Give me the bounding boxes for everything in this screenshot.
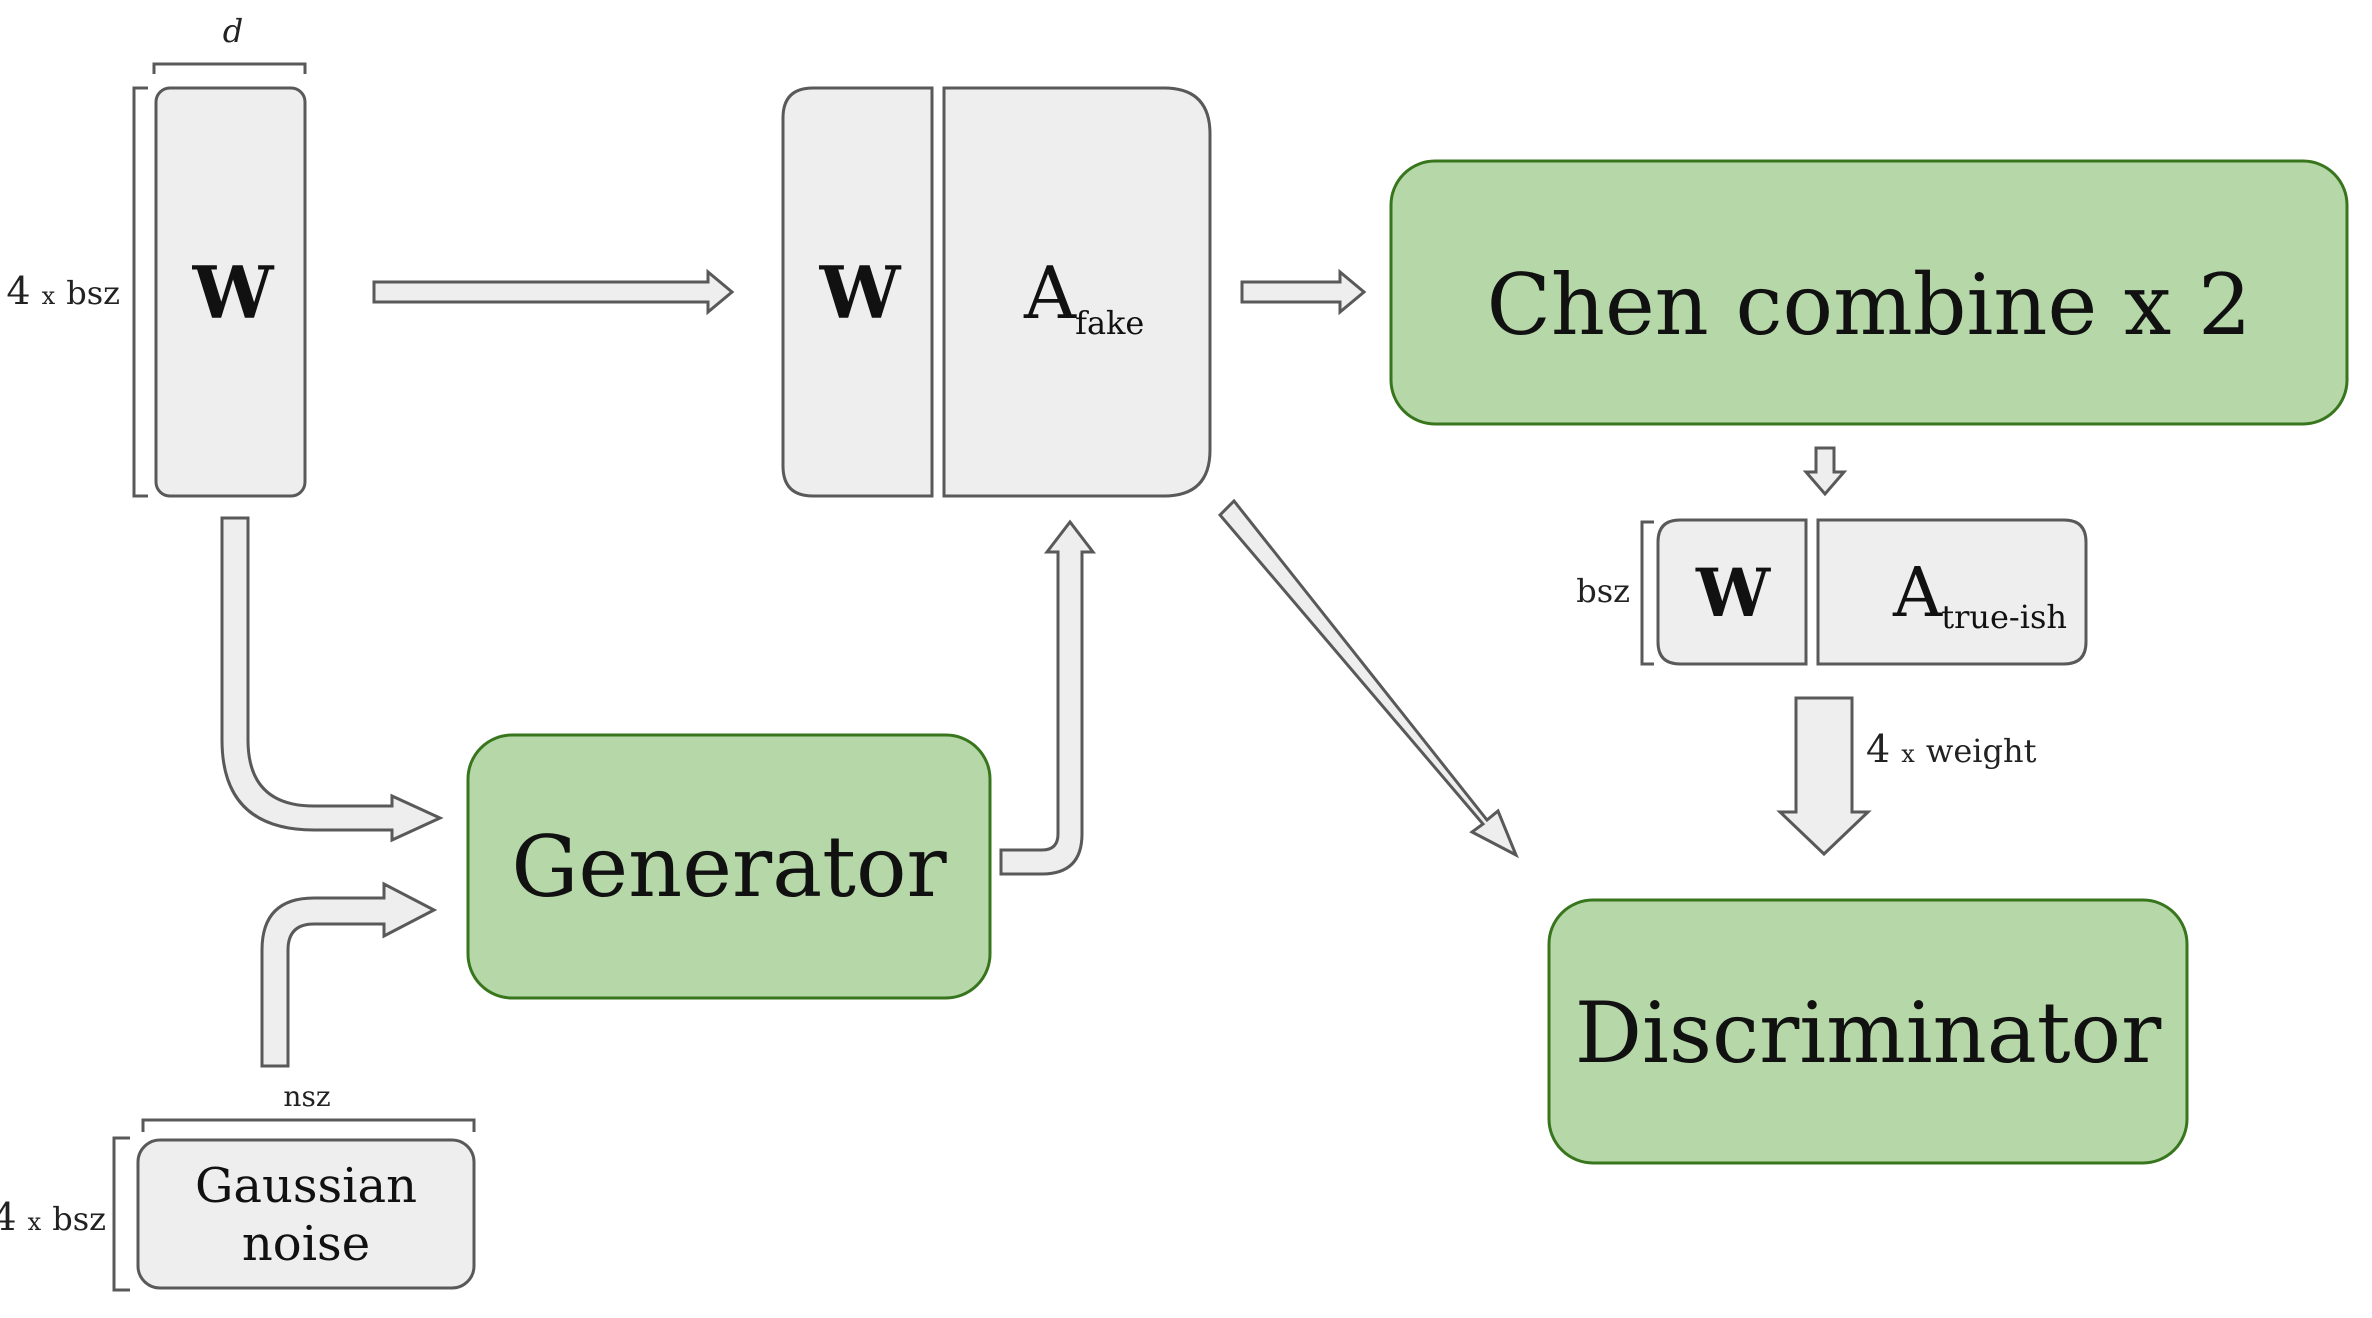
noise-width-bracket — [141, 1118, 476, 1132]
true-pair-height-bracket — [1640, 520, 1654, 666]
w-matrix: d 4 x bsz W — [6, 12, 307, 498]
gaussian-noise: nsz 4 x bsz Gaussian noise — [0, 1080, 476, 1292]
generator-box — [466, 733, 992, 1000]
w-height-label: 4 x bsz — [6, 269, 120, 313]
generator-node: Generator — [466, 733, 992, 1000]
true-pair-a-label: A true-ish — [1892, 554, 2067, 636]
weight-arrow-label: 4 x weight — [1866, 727, 2037, 771]
chen-combine-box — [1389, 159, 2349, 426]
fake-pair: W A fake — [781, 86, 1212, 498]
generator-label: Generator — [511, 818, 947, 916]
arrow-generator-to-fake-pair — [999, 519, 1097, 876]
w-width-bracket — [152, 62, 307, 74]
discriminator-node: Discriminator — [1547, 898, 2189, 1165]
w-height-bracket — [132, 86, 148, 498]
noise-box — [136, 1138, 476, 1290]
true-pair-height-label: bsz — [1576, 572, 1630, 610]
arrow-w-to-generator — [220, 516, 444, 843]
noise-height-bracket — [112, 1136, 130, 1292]
arrow-fake-to-chen — [1240, 268, 1367, 316]
noise-label-line1: Gaussian — [195, 1158, 417, 1214]
true-pair-w-label: W — [1695, 554, 1771, 632]
w-matrix-box — [154, 86, 307, 498]
arrow-noise-to-generator — [260, 881, 438, 1068]
true-pair: bsz W A true-ish — [1576, 518, 2088, 666]
chen-combine-node: Chen combine x 2 — [1389, 159, 2349, 426]
discriminator-label: Discriminator — [1575, 984, 2162, 1082]
fake-pair-a-label: A fake — [1023, 251, 1144, 342]
noise-label-line2: noise — [242, 1216, 370, 1272]
arrow-fake-to-discriminator — [1217, 498, 1519, 859]
fake-pair-w-box — [781, 86, 934, 498]
chen-combine-label: Chen combine x 2 — [1487, 256, 2252, 354]
w-width-label: d — [223, 12, 243, 50]
arrow-w-to-fake-pair — [372, 268, 735, 316]
noise-height-label: 4 x bsz — [0, 1195, 106, 1239]
noise-width-label: nsz — [283, 1080, 330, 1113]
w-matrix-label: W — [192, 250, 275, 335]
discriminator-box — [1547, 898, 2189, 1165]
fake-pair-a-box — [942, 86, 1212, 498]
true-pair-a-box — [1816, 518, 2088, 666]
fake-pair-w-label: W — [819, 250, 902, 335]
arrow-chen-to-true-pair — [1802, 446, 1848, 497]
arrow-weight-to-discriminator — [1776, 696, 1872, 857]
true-pair-w-box — [1656, 518, 1808, 666]
